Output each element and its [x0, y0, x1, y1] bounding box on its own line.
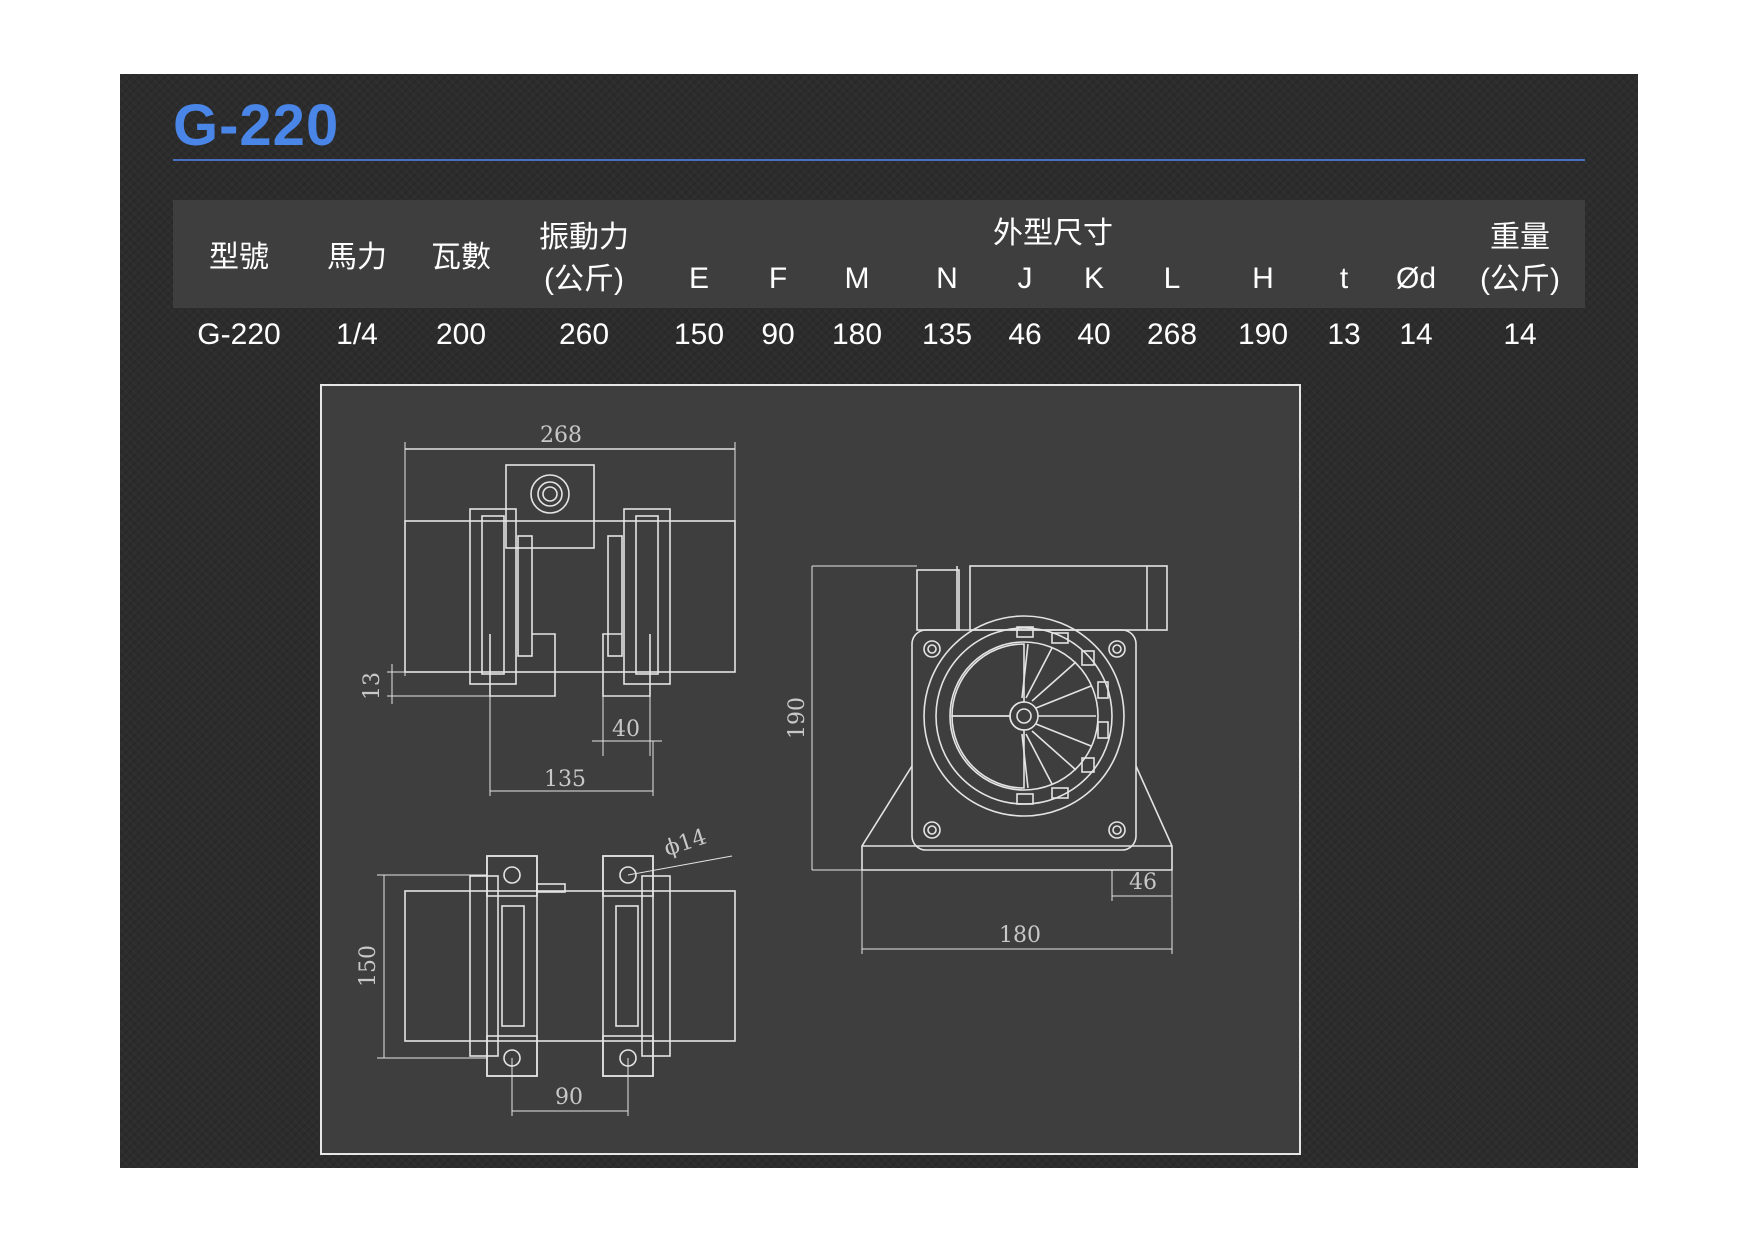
row-dim-h: 190 — [1237, 318, 1289, 351]
header-dim-od: Ød — [1395, 262, 1437, 295]
row-dim-l: 268 — [1146, 318, 1198, 351]
dim-label-180: 180 — [999, 923, 1041, 948]
header-weight-unit: (公斤) — [1480, 263, 1560, 296]
front-view — [811, 565, 1173, 954]
header-dim-t: t — [1339, 262, 1349, 295]
dim-label-phi14: ϕ14 — [661, 825, 710, 862]
technical-drawing: 268 13 40 135 ϕ14 150 90 190 46 180 — [320, 384, 1301, 1155]
model-title: G-220 — [173, 93, 340, 158]
header-weight: 重量 — [1490, 221, 1550, 254]
header-dim-k: K — [1083, 262, 1105, 295]
header-dim-n: N — [936, 262, 958, 295]
row-dim-m: 180 — [831, 318, 883, 351]
header-model: 型號 — [209, 241, 269, 274]
dim-label-90: 90 — [555, 1085, 583, 1110]
row-weight: 14 — [1503, 318, 1537, 351]
dim-label-190: 190 — [785, 697, 810, 739]
header-dim-j: J — [1017, 262, 1033, 295]
header-dim-l: L — [1163, 262, 1181, 295]
row-dim-k: 40 — [1077, 318, 1111, 351]
dim-label-13: 13 — [360, 672, 385, 700]
header-dim-e: E — [688, 262, 710, 295]
drawing-svg: 268 13 40 135 ϕ14 150 90 190 46 180 — [356, 423, 1173, 1116]
header-horsepower: 馬力 — [327, 241, 387, 274]
row-model: G-220 — [197, 318, 281, 351]
row-horsepower: 1/4 — [336, 318, 378, 351]
row-dim-f: 90 — [761, 318, 795, 351]
header-dim-m: M — [844, 262, 870, 295]
side-view — [387, 442, 736, 796]
row-dim-j: 46 — [1008, 318, 1042, 351]
header-force: 振動力 — [539, 221, 629, 254]
header-force-unit: (公斤) — [544, 263, 624, 296]
dim-label-268: 268 — [540, 423, 582, 448]
dim-label-46: 46 — [1129, 870, 1157, 895]
row-dim-od: 14 — [1399, 318, 1433, 351]
row-dim-n: 135 — [921, 318, 973, 351]
dim-label-40: 40 — [612, 717, 640, 742]
row-dim-t: 13 — [1327, 318, 1361, 351]
row-force: 260 — [558, 318, 610, 351]
row-wattage: 200 — [435, 318, 487, 351]
dim-label-135: 135 — [544, 767, 586, 792]
header-dimensions-group: 外型尺寸 — [993, 217, 1113, 250]
header-dim-f: F — [768, 262, 788, 295]
top-view — [377, 855, 736, 1116]
spec-panel: G-220 型號 馬力 瓦數 振動力 (公斤) 外型尺寸 E F M N J K… — [120, 74, 1638, 1168]
header-dim-h: H — [1252, 262, 1274, 295]
dim-label-150: 150 — [356, 945, 381, 987]
title-underline — [173, 159, 1585, 161]
header-wattage: 瓦數 — [431, 241, 491, 274]
row-dim-e: 150 — [673, 318, 725, 351]
spec-table-header — [173, 200, 1585, 308]
